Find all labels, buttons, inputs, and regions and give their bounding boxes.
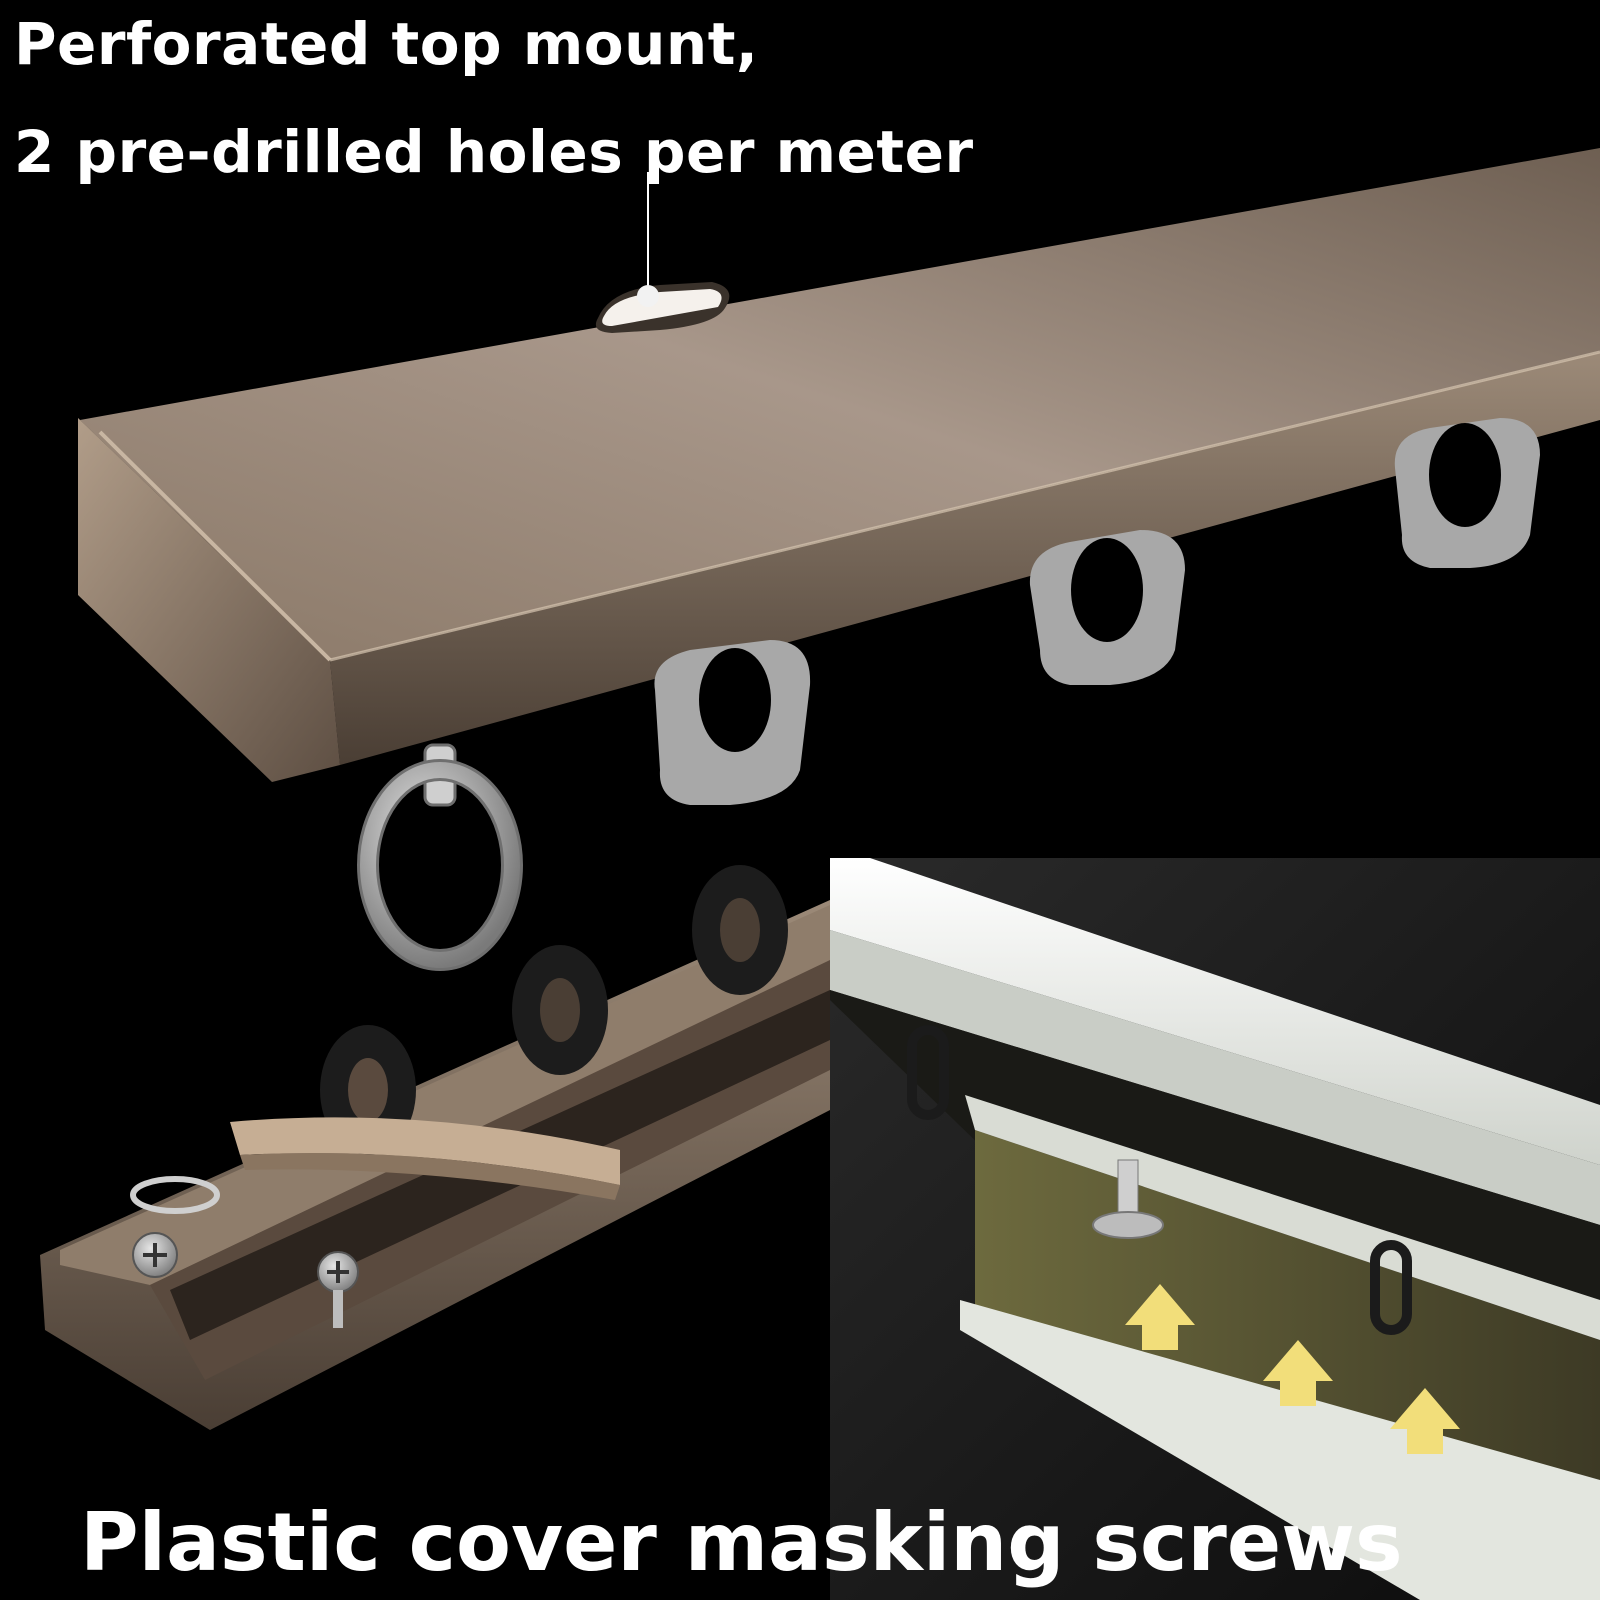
curtain-rail-open: [40, 865, 830, 1430]
runner-glider: [1394, 418, 1540, 568]
screw-icon: [317, 1251, 359, 1328]
curtain-ring: [357, 743, 523, 971]
caption-top-line-1: Perforated top mount,: [14, 10, 759, 78]
arrow-up-icon: [1263, 1340, 1333, 1406]
arrow-up-icon: [1125, 1284, 1195, 1350]
curtain-rail-top: [78, 148, 1600, 971]
screw-icon: [1092, 1159, 1164, 1239]
runner-glider: [654, 640, 811, 805]
end-ring: [130, 1176, 220, 1214]
caption-bottom: Plastic cover masking screws: [80, 1496, 1403, 1589]
runner-glider: [512, 945, 608, 1075]
rail-front-face: [330, 352, 1600, 765]
runner-glider: [907, 1025, 949, 1120]
rail-end-cap: [78, 418, 340, 782]
screw-icon: [132, 1232, 178, 1278]
caption-top-line-2: 2 pre-drilled holes per meter: [14, 118, 974, 186]
plastic-cover-strip: [230, 1117, 620, 1185]
white-rail-front: [830, 930, 1600, 1225]
arrow-up-icon: [1390, 1388, 1460, 1454]
white-rail-top: [830, 858, 1600, 1165]
runner-glider: [1029, 530, 1185, 685]
pre-drilled-hole: [595, 282, 730, 333]
rail-top-face: [80, 148, 1600, 660]
inset-photo-white-rail: [830, 858, 1600, 1600]
runner-glider: [692, 865, 788, 995]
runner-glider: [1370, 1240, 1412, 1335]
